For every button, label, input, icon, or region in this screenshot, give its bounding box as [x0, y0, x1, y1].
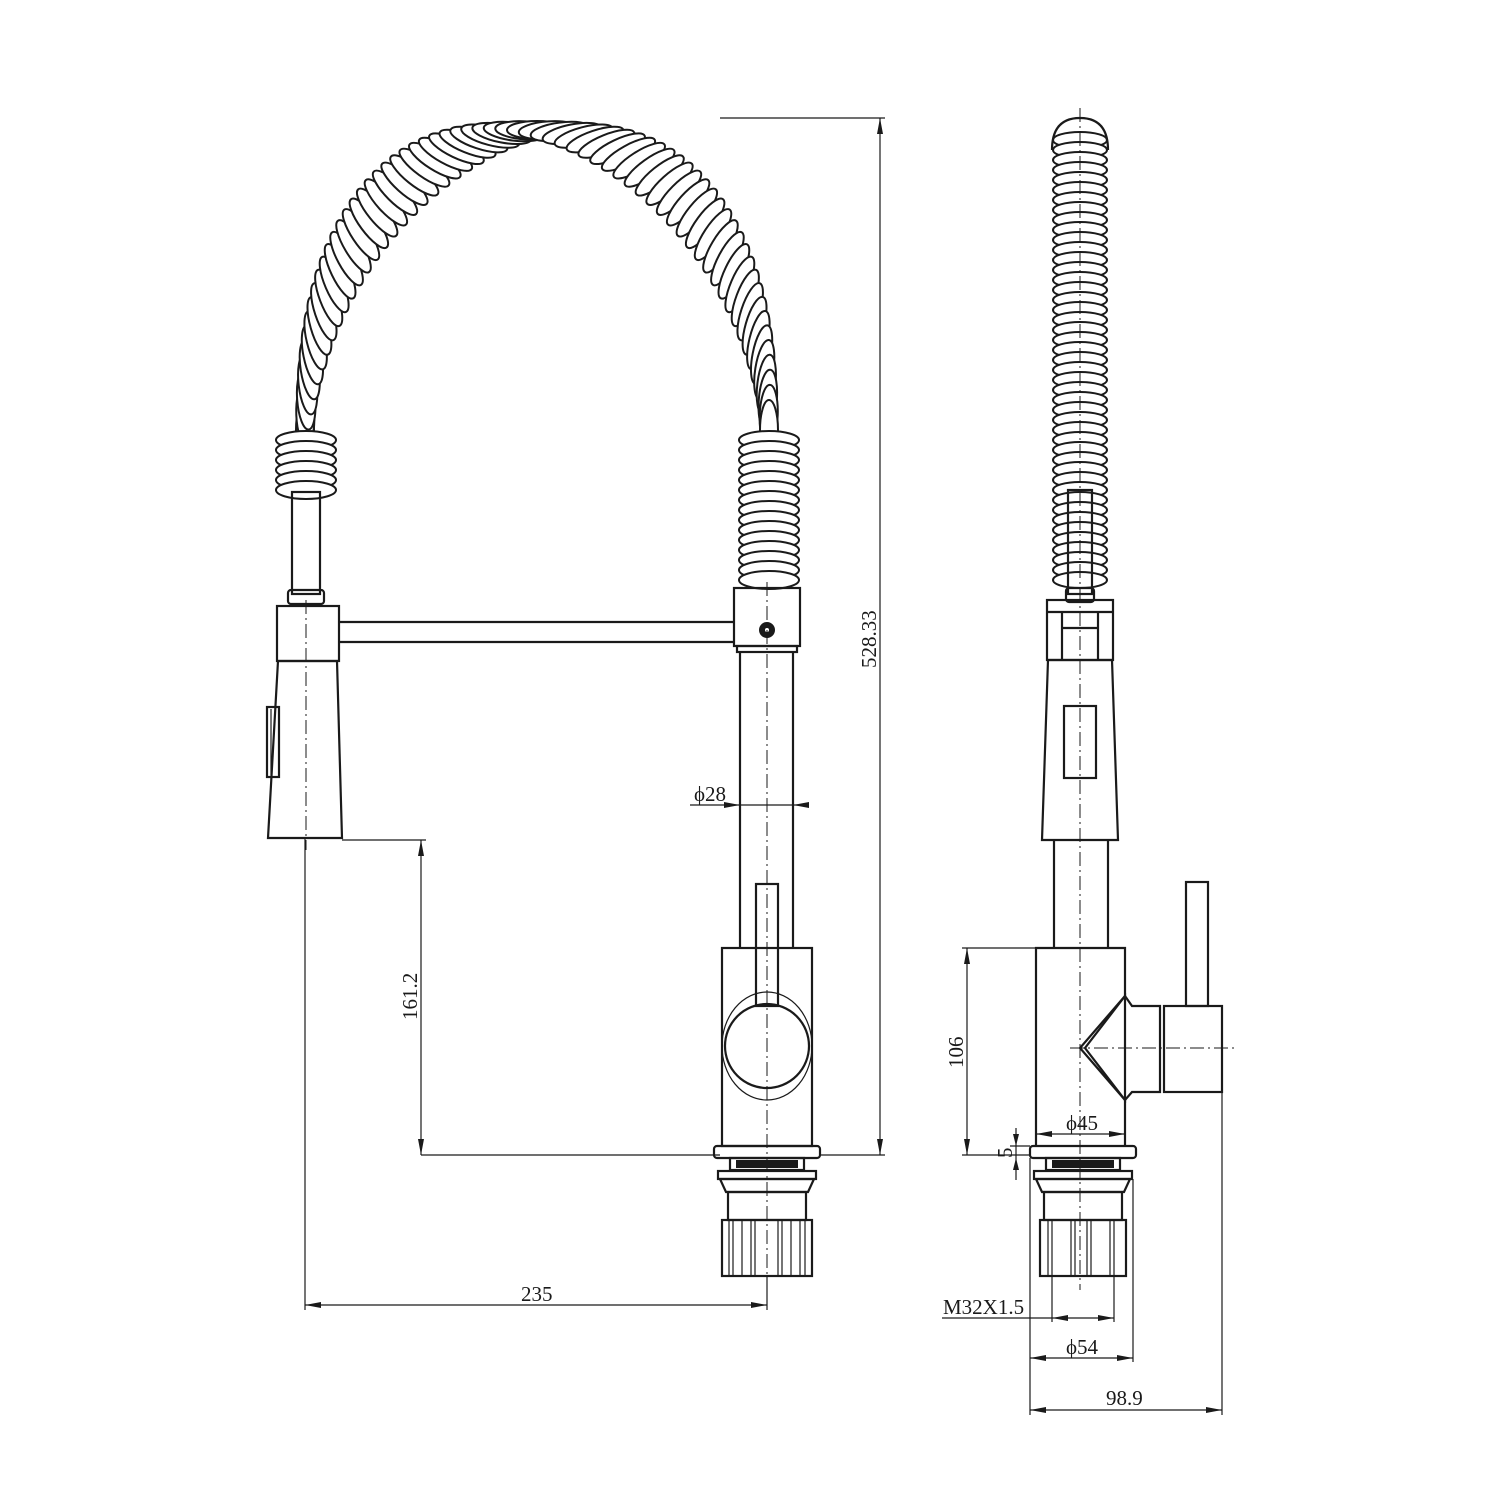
label-valve-body-height: 106: [944, 1037, 968, 1069]
dim-flange-diameter: ϕ54: [1029, 1158, 1134, 1415]
side-mounting-base: [1028, 1144, 1138, 1278]
side-valve-body: [1034, 880, 1224, 1146]
label-base-plate-thickness: 5: [993, 1148, 1017, 1159]
spray-head-tube: [286, 490, 326, 606]
dim-body-diameter: ϕ28: [690, 782, 809, 808]
knurl-lines: [728, 1220, 806, 1276]
dim-total-depth: 98.9: [1030, 1092, 1223, 1415]
horizontal-support-arm: [339, 620, 735, 644]
dim-valve-body-height: 106: [944, 947, 1036, 1156]
spray-head-holder: [265, 604, 344, 840]
dim-base-plate-thickness: 5: [993, 1128, 1030, 1180]
label-body-diameter: ϕ28: [694, 782, 726, 806]
dim-thread: M32X1.5: [942, 1276, 1115, 1322]
label-thread: M32X1.5: [943, 1295, 1024, 1319]
side-view: 106 ϕ45 5 M32X1.5: [942, 108, 1235, 1415]
dim-spout-height: 161.2: [342, 839, 720, 1156]
faucet-body-tube: [738, 652, 795, 948]
label-total-depth: 98.9: [1106, 1386, 1143, 1410]
dim-reach: 235: [304, 838, 768, 1310]
label-base-diameter: ϕ45: [1066, 1111, 1098, 1135]
dim-total-height: 528.33: [720, 117, 885, 1156]
label-flange-diameter: ϕ54: [1066, 1335, 1099, 1359]
front-view: 528.33 161.2 235 ϕ28: [265, 117, 885, 1310]
side-body-tube: [1052, 840, 1110, 948]
dim-base-diameter: ϕ45: [1036, 1111, 1125, 1137]
label-spout-height: 161.2: [398, 973, 422, 1020]
spring-coil-arch: [275, 120, 800, 590]
label-total-height: 528.33: [857, 610, 881, 668]
label-reach: 235: [521, 1282, 553, 1306]
